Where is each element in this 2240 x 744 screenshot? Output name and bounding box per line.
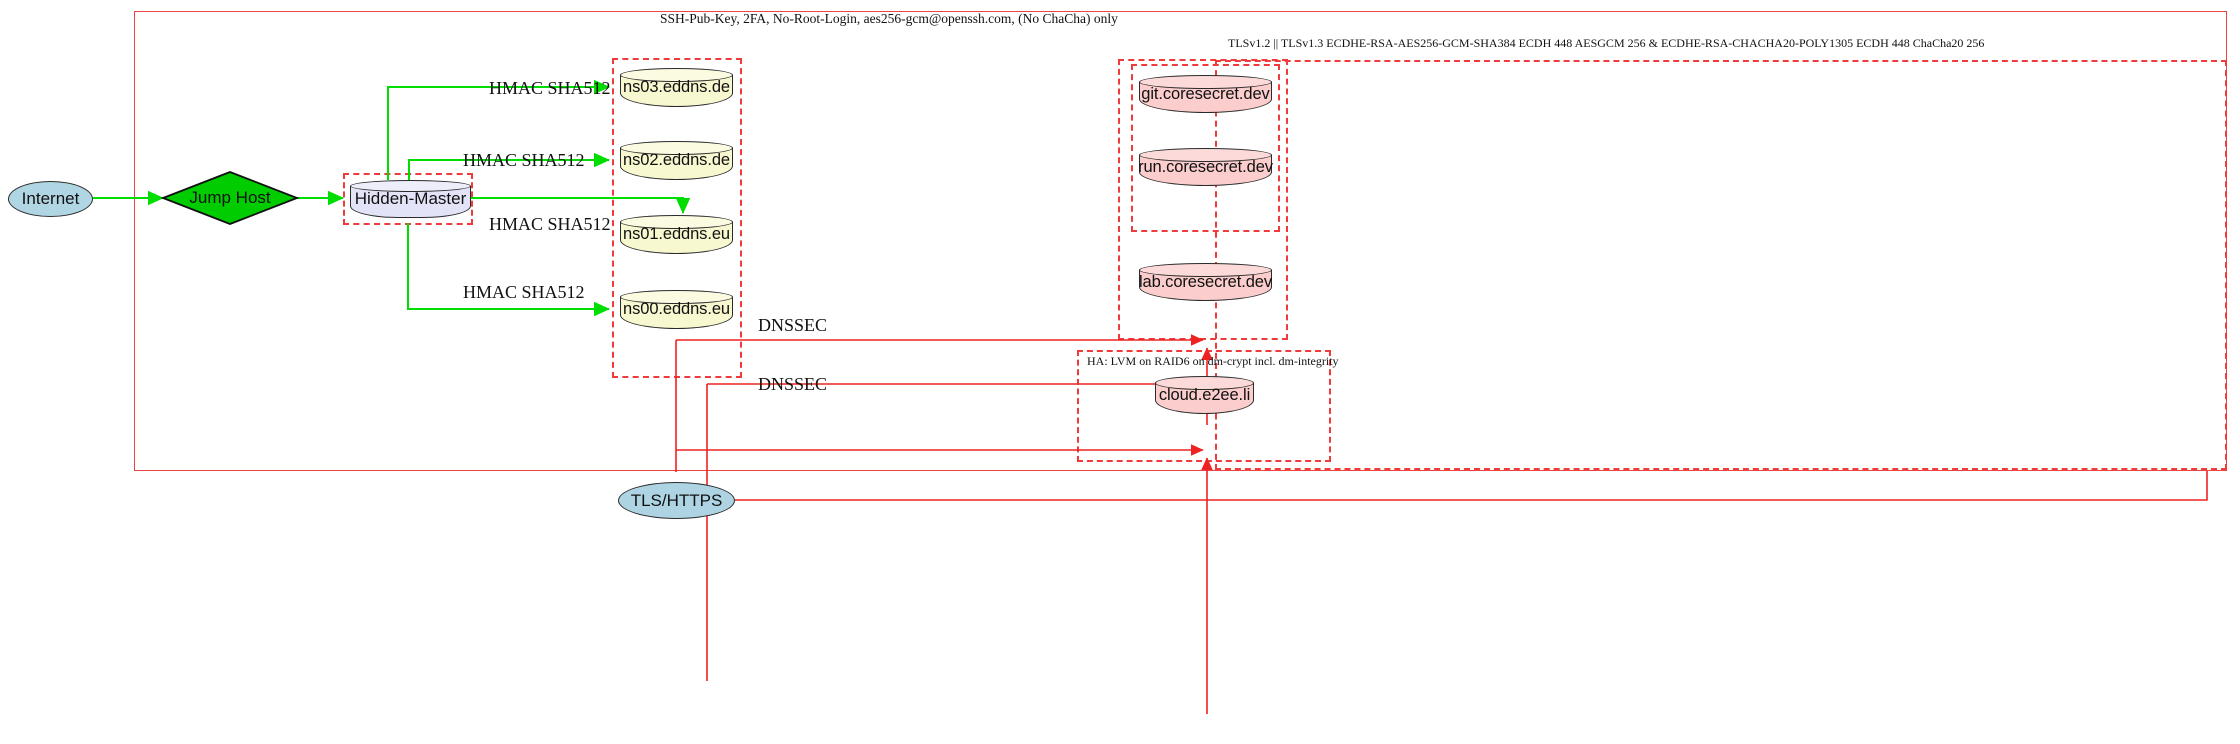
node-cloud-e2ee[interactable]: cloud.e2ee.li (1155, 376, 1254, 414)
node-run-coresecret[interactable]: run.coresecret.dev (1138, 148, 1273, 186)
node-git-coresecret-label: git.coresecret.dev (1141, 84, 1270, 103)
edge-label-hmac-ns02: HMAC SHA512 (463, 150, 585, 170)
edge-label-hmac-ns00: HMAC SHA512 (463, 282, 585, 302)
node-tls-https-label: TLS/HTTPS (630, 490, 723, 510)
node-ns02-label: ns02.eddns.de (623, 151, 730, 169)
tls-cluster-label: TLSv1.2 || TLSv1.3 ECDHE-RSA-AES256-GCM-… (1228, 36, 1985, 50)
node-hidden-master-top (350, 180, 471, 192)
node-cloud-e2ee-top (1155, 376, 1254, 390)
jump-host-diamond (160, 171, 300, 225)
node-run-coresecret-label: run.coresecret.dev (1138, 157, 1273, 176)
node-internet[interactable]: Internet (8, 181, 93, 217)
node-ns02-top (620, 141, 733, 155)
edge-label-hmac-ns01: HMAC SHA512 (489, 214, 611, 234)
ha-cluster-label: HA: LVM on RAID6 on dm-crypt incl. dm-in… (1087, 354, 1339, 368)
node-cloud-e2ee-label: cloud.e2ee.li (1158, 385, 1251, 404)
node-ns03-label: ns03.eddns.de (623, 78, 730, 96)
node-ns00-label: ns00.eddns.eu (623, 300, 730, 318)
node-jump-host[interactable]: Jump Host (163, 172, 297, 224)
node-git-coresecret[interactable]: git.coresecret.dev (1139, 75, 1272, 113)
ssh-cluster-label: SSH-Pub-Key, 2FA, No-Root-Login, aes256-… (660, 11, 1118, 26)
node-internet-label: Internet (21, 189, 80, 208)
dns-cluster-boundary (612, 58, 742, 378)
coresecret-inner-cluster (1131, 64, 1280, 232)
node-lab-coresecret[interactable]: lab.coresecret.dev (1139, 263, 1272, 301)
node-ns03[interactable]: ns03.eddns.de (620, 68, 733, 107)
edge-label-dnssec-lower: DNSSEC (758, 374, 828, 394)
node-ns00[interactable]: ns00.eddns.eu (620, 290, 733, 329)
node-hidden-master-label: Hidden-Master (354, 189, 467, 208)
node-ns02[interactable]: ns02.eddns.de (620, 141, 733, 180)
node-tls-https[interactable]: TLS/HTTPS (618, 482, 735, 519)
node-jump-host-label: Jump Host (189, 188, 271, 207)
node-lab-coresecret-top (1139, 263, 1272, 277)
node-git-coresecret-top (1139, 75, 1272, 89)
edge-label-dnssec-upper: DNSSEC (758, 315, 828, 335)
node-ns01-top (620, 215, 733, 229)
edge-label-hmac-ns03: HMAC SHA512 (489, 78, 611, 98)
node-run-coresecret-top (1139, 148, 1272, 162)
node-ns01[interactable]: ns01.eddns.eu (620, 215, 733, 254)
node-lab-coresecret-label: lab.coresecret.dev (1138, 272, 1273, 291)
node-ns01-label: ns01.eddns.eu (623, 225, 730, 243)
node-hidden-master[interactable]: Hidden-Master (350, 180, 471, 218)
node-ns01-body (620, 222, 733, 254)
node-ns00-top (620, 290, 733, 304)
node-ns03-top (620, 68, 733, 82)
